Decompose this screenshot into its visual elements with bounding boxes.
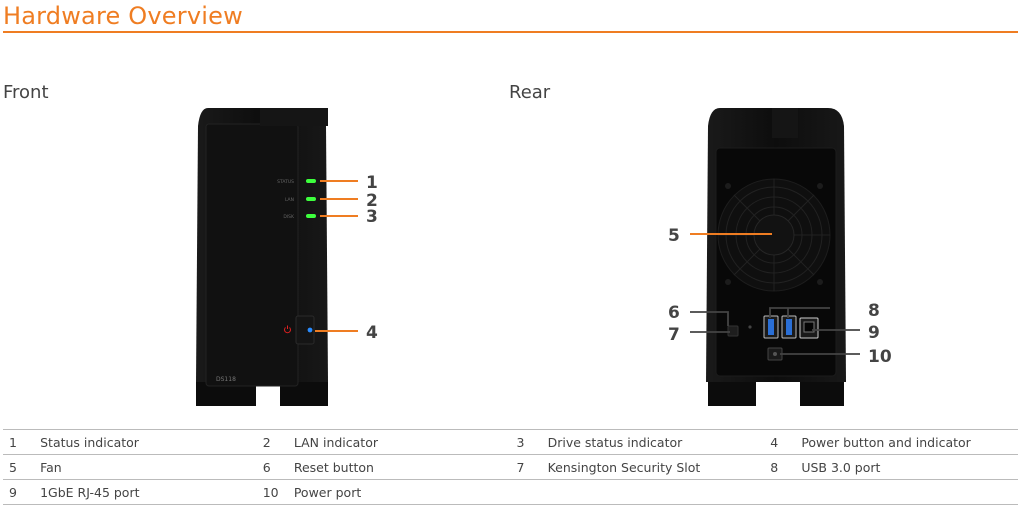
part-number: 9 bbox=[3, 479, 41, 505]
led-label-status: STATUS bbox=[277, 179, 294, 185]
reset-button[interactable] bbox=[748, 325, 752, 329]
power-led bbox=[307, 327, 313, 333]
callout-line-8 bbox=[769, 307, 830, 318]
callout-8: 8 bbox=[868, 301, 880, 321]
part-name: Kensington Security Slot bbox=[547, 454, 765, 480]
callout-7: 7 bbox=[668, 325, 680, 345]
page-title: Hardware Overview bbox=[3, 2, 243, 30]
callout-line-6 bbox=[690, 311, 729, 326]
parts-table: 1 Status indicator 2 LAN indicator 3 Dri… bbox=[3, 429, 1018, 505]
fan bbox=[717, 178, 831, 292]
callout-9: 9 bbox=[868, 323, 880, 343]
part-name: Power button and indicator bbox=[801, 429, 1018, 455]
power-button[interactable] bbox=[295, 315, 315, 345]
part-number: 4 bbox=[764, 429, 802, 455]
rear-view: 5 6 7 8 9 10 bbox=[668, 108, 892, 406]
part-number: 3 bbox=[510, 429, 548, 455]
part-number: 5 bbox=[3, 454, 41, 480]
part-number: 7 bbox=[510, 454, 548, 480]
part-name: 1GbE RJ-45 port bbox=[40, 479, 257, 505]
empty-cell bbox=[547, 479, 765, 505]
table-row: 9 1GbE RJ-45 port 10 Power port bbox=[3, 479, 1018, 505]
table-row: 5 Fan 6 Reset button 7 Kensington Securi… bbox=[3, 454, 1018, 480]
callout-10: 10 bbox=[868, 347, 892, 367]
part-name: Status indicator bbox=[40, 429, 257, 455]
callout-1: 1 bbox=[366, 173, 378, 193]
part-number: 8 bbox=[764, 454, 802, 480]
part-name: Drive status indicator bbox=[547, 429, 765, 455]
callout-5: 5 bbox=[668, 226, 680, 246]
status-led bbox=[306, 179, 316, 183]
title-rule bbox=[3, 31, 1018, 33]
part-number: 2 bbox=[256, 429, 294, 455]
empty-cell bbox=[801, 479, 1018, 505]
front-panel bbox=[205, 123, 299, 387]
part-number: 10 bbox=[256, 479, 294, 505]
part-name: Reset button bbox=[293, 454, 511, 480]
callout-4: 4 bbox=[366, 323, 378, 343]
empty-cell bbox=[510, 479, 548, 505]
led-label-disk: DISK bbox=[283, 214, 295, 220]
part-name: Fan bbox=[40, 454, 257, 480]
power-icon bbox=[284, 325, 291, 334]
table-row: 1 Status indicator 2 LAN indicator 3 Dri… bbox=[3, 429, 1018, 455]
part-number: 1 bbox=[3, 429, 41, 455]
led-label-lan: LAN bbox=[285, 197, 294, 203]
rear-left-foot bbox=[708, 382, 756, 406]
callout-2: 2 bbox=[366, 191, 378, 211]
rear-label: Rear bbox=[509, 82, 551, 103]
part-name: LAN indicator bbox=[293, 429, 511, 455]
part-name: Power port bbox=[293, 479, 511, 505]
lan-led bbox=[306, 197, 316, 201]
callout-3: 3 bbox=[366, 207, 378, 227]
front-label: Front bbox=[3, 82, 49, 103]
rear-right-foot bbox=[800, 382, 844, 406]
disk-led bbox=[306, 214, 316, 218]
part-name: USB 3.0 port bbox=[801, 454, 1018, 480]
front-view: STATUS LAN DISK DS118 1 2 3 4 bbox=[196, 108, 378, 406]
kensington-slot bbox=[727, 325, 739, 337]
callout-6: 6 bbox=[668, 303, 680, 323]
empty-cell bbox=[764, 479, 802, 505]
part-number: 6 bbox=[256, 454, 294, 480]
model-label: DS118 bbox=[216, 376, 236, 383]
